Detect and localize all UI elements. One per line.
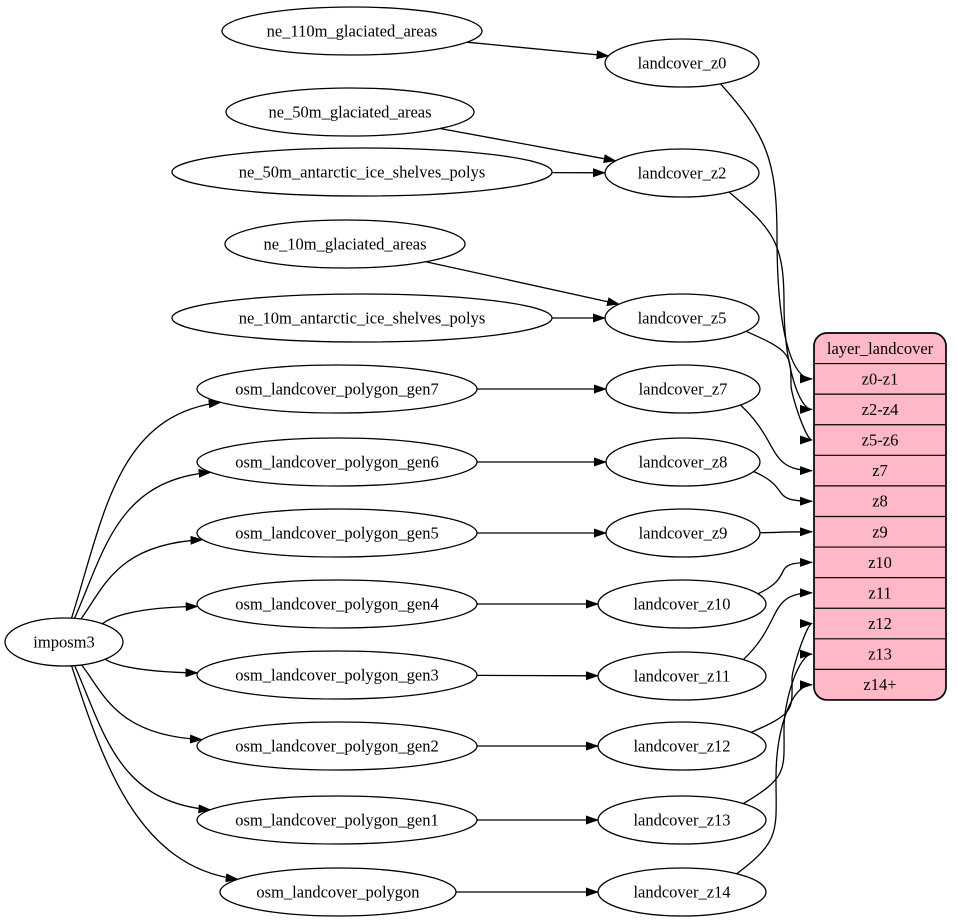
graph-node-imposm3: imposm3 — [4, 617, 124, 667]
graph-node-label: imposm3 — [33, 633, 94, 652]
graph-node-osm_landcover_polygon_gen5: osm_landcover_polygon_gen5 — [196, 508, 478, 558]
record-row-label: z2-z4 — [862, 400, 899, 419]
graph-node-landcover_z13: landcover_z13 — [597, 795, 767, 845]
graph-node-landcover_z12: landcover_z12 — [597, 721, 767, 771]
graph-node-label: landcover_z9 — [639, 524, 728, 543]
record-row-label: z9 — [872, 522, 888, 541]
graph-node-label: osm_landcover_polygon_gen2 — [235, 737, 438, 756]
graph-edge-landcover_z13-to-layer_landcover-z13 — [742, 649, 813, 805]
graph-edge-ne_10m_glaciated_areas-to-landcover_z5 — [425, 261, 621, 307]
graph-node-ellipse — [225, 87, 475, 137]
record-row-label: z10 — [868, 553, 892, 572]
graph-node-landcover_z7: landcover_z7 — [605, 364, 761, 414]
record-title: layer_landcover — [827, 339, 934, 358]
graph-edge-landcover_z0-to-layer_landcover-z0-z1 — [720, 83, 813, 384]
graph-edge-imposm3-to-osm_landcover_polygon_gen7 — [70, 399, 222, 619]
graph-node-label: landcover_z14 — [633, 883, 730, 902]
graph-edge-landcover_z12-to-layer_landcover-z12 — [750, 619, 813, 733]
graph-edge-landcover_z8-to-layer_landcover-z8 — [753, 470, 813, 506]
graph-edge-imposm3-to-osm_landcover_polygon_gen3 — [104, 658, 199, 678]
graph-node-ne_50m_glaciated_areas: ne_50m_glaciated_areas — [225, 87, 475, 137]
graph-node-label: osm_landcover_polygon_gen7 — [235, 380, 438, 399]
graph-node-label: landcover_z13 — [633, 811, 730, 830]
graph-node-label: landcover_z0 — [638, 54, 727, 73]
graph-edge-landcover_z9-to-layer_landcover-z9 — [759, 527, 813, 537]
graph-node-landcover_z14: landcover_z14 — [597, 867, 767, 917]
graph-edge-ne_110m_glaciated_areas-to-landcover_z0 — [467, 41, 610, 60]
record-node-layer-landcover: layer_landcover z0-z1 z2-z4 z5-z6 z7 z8 z9 z10 z… — [813, 332, 947, 701]
graph-node-ne_10m_glaciated_areas: ne_10m_glaciated_areas — [224, 219, 466, 269]
graph-edge-landcover_z2-to-layer_landcover-z2-z4 — [728, 191, 813, 414]
graph-edge-imposm3-to-osm_landcover_polygon_gen1 — [74, 665, 212, 814]
record-row-label: z14+ — [863, 675, 896, 694]
graph-node-label: landcover_z10 — [633, 595, 730, 614]
record-row-label: z7 — [872, 461, 888, 480]
graph-node-landcover_z0: landcover_z0 — [604, 38, 760, 88]
graph-edge-landcover_z11-to-layer_landcover-z11 — [742, 588, 813, 661]
graph-node-landcover_z11: landcover_z11 — [597, 651, 767, 701]
graph-node-landcover_z5: landcover_z5 — [604, 293, 760, 343]
graph-node-landcover_z10: landcover_z10 — [597, 579, 767, 629]
graph-edge-imposm3-to-osm_landcover_polygon_gen4 — [102, 602, 199, 625]
graph-edge-landcover_z14-to-layer_landcover-z14+ — [736, 680, 813, 875]
graph-node-landcover_z9: landcover_z9 — [605, 508, 761, 558]
graph-node-label: osm_landcover_polygon_gen1 — [235, 811, 438, 830]
graph-edge-imposm3-to-osm_landcover_polygon_gen2 — [81, 664, 203, 744]
graph-node-label: landcover_z2 — [638, 164, 727, 183]
graph-node-ellipse — [4, 617, 124, 667]
graph-node-osm_landcover_polygon_gen7: osm_landcover_polygon_gen7 — [196, 364, 478, 414]
graph-edge-landcover_z5-to-layer_landcover-z5-z6 — [745, 330, 813, 445]
graph-node-label: landcover_z12 — [633, 737, 730, 756]
graph-node-label: osm_landcover_polygon_gen3 — [235, 666, 438, 685]
graph-node-label: ne_50m_antarctic_ice_shelves_polys — [239, 163, 486, 182]
graph-edge-ne_50m_glaciated_areas-to-landcover_z2 — [439, 127, 617, 164]
graph-node-ellipse — [221, 6, 483, 56]
record-row-label: z5-z6 — [862, 431, 899, 450]
graph-node-ellipse — [604, 38, 760, 88]
graph-edge-landcover_z7-to-layer_landcover-z7 — [739, 404, 813, 476]
graph-node-ne_110m_glaciated_areas: ne_110m_glaciated_areas — [221, 6, 483, 56]
graph-node-label: ne_10m_antarctic_ice_shelves_polys — [239, 309, 486, 328]
graph-node-osm_landcover_polygon_gen4: osm_landcover_polygon_gen4 — [196, 579, 478, 629]
graph-node-label: osm_landcover_polygon_gen4 — [235, 595, 438, 614]
record-row-label: z13 — [868, 645, 892, 664]
graph-node-ne_10m_antarctic_ice_shelves_polys: ne_10m_antarctic_ice_shelves_polys — [171, 293, 553, 343]
graph-node-osm_landcover_polygon_gen3: osm_landcover_polygon_gen3 — [196, 650, 478, 700]
graph-node-label: osm_landcover_polygon_gen5 — [235, 524, 438, 543]
record-row-label: z12 — [868, 614, 892, 633]
graph-edge-imposm3-to-osm_landcover_polygon_gen5 — [80, 535, 204, 620]
graph-node-label: ne_10m_glaciated_areas — [263, 235, 426, 254]
record-row-label: z8 — [872, 492, 888, 511]
graph-node-label: landcover_z11 — [634, 667, 731, 686]
graph-node-label: osm_landcover_polygon_gen6 — [235, 453, 438, 472]
graph-edge-landcover_z10-to-layer_landcover-z10 — [757, 557, 813, 595]
graph-node-label: landcover_z5 — [638, 309, 727, 328]
graph-node-landcover_z2: landcover_z2 — [604, 148, 760, 198]
graph-node-osm_landcover_polygon_gen6: osm_landcover_polygon_gen6 — [196, 437, 478, 487]
graph-node-landcover_z8: landcover_z8 — [605, 437, 761, 487]
graph-node-label: landcover_z8 — [639, 453, 728, 472]
graph-node-label: ne_50m_glaciated_areas — [268, 103, 431, 122]
graph-node-label: osm_landcover_polygon — [256, 883, 419, 902]
graph-node-label: ne_110m_glaciated_areas — [267, 22, 438, 41]
graph-node-label: landcover_z7 — [639, 380, 728, 399]
record-row-label: z0-z1 — [862, 369, 899, 388]
graph-edge-imposm3-to-osm_landcover_polygon — [70, 665, 239, 883]
graph-edge-imposm3-to-osm_landcover_polygon_gen6 — [73, 468, 212, 619]
graph-node-ne_50m_antarctic_ice_shelves_polys: ne_50m_antarctic_ice_shelves_polys — [171, 147, 553, 197]
graph-node-ellipse — [224, 219, 466, 269]
graph-node-osm_landcover_polygon: osm_landcover_polygon — [219, 867, 457, 917]
record-row-label: z11 — [868, 583, 891, 602]
graph-node-osm_landcover_polygon_gen2: osm_landcover_polygon_gen2 — [196, 721, 478, 771]
graph-node-osm_landcover_polygon_gen1: osm_landcover_polygon_gen1 — [196, 795, 478, 845]
